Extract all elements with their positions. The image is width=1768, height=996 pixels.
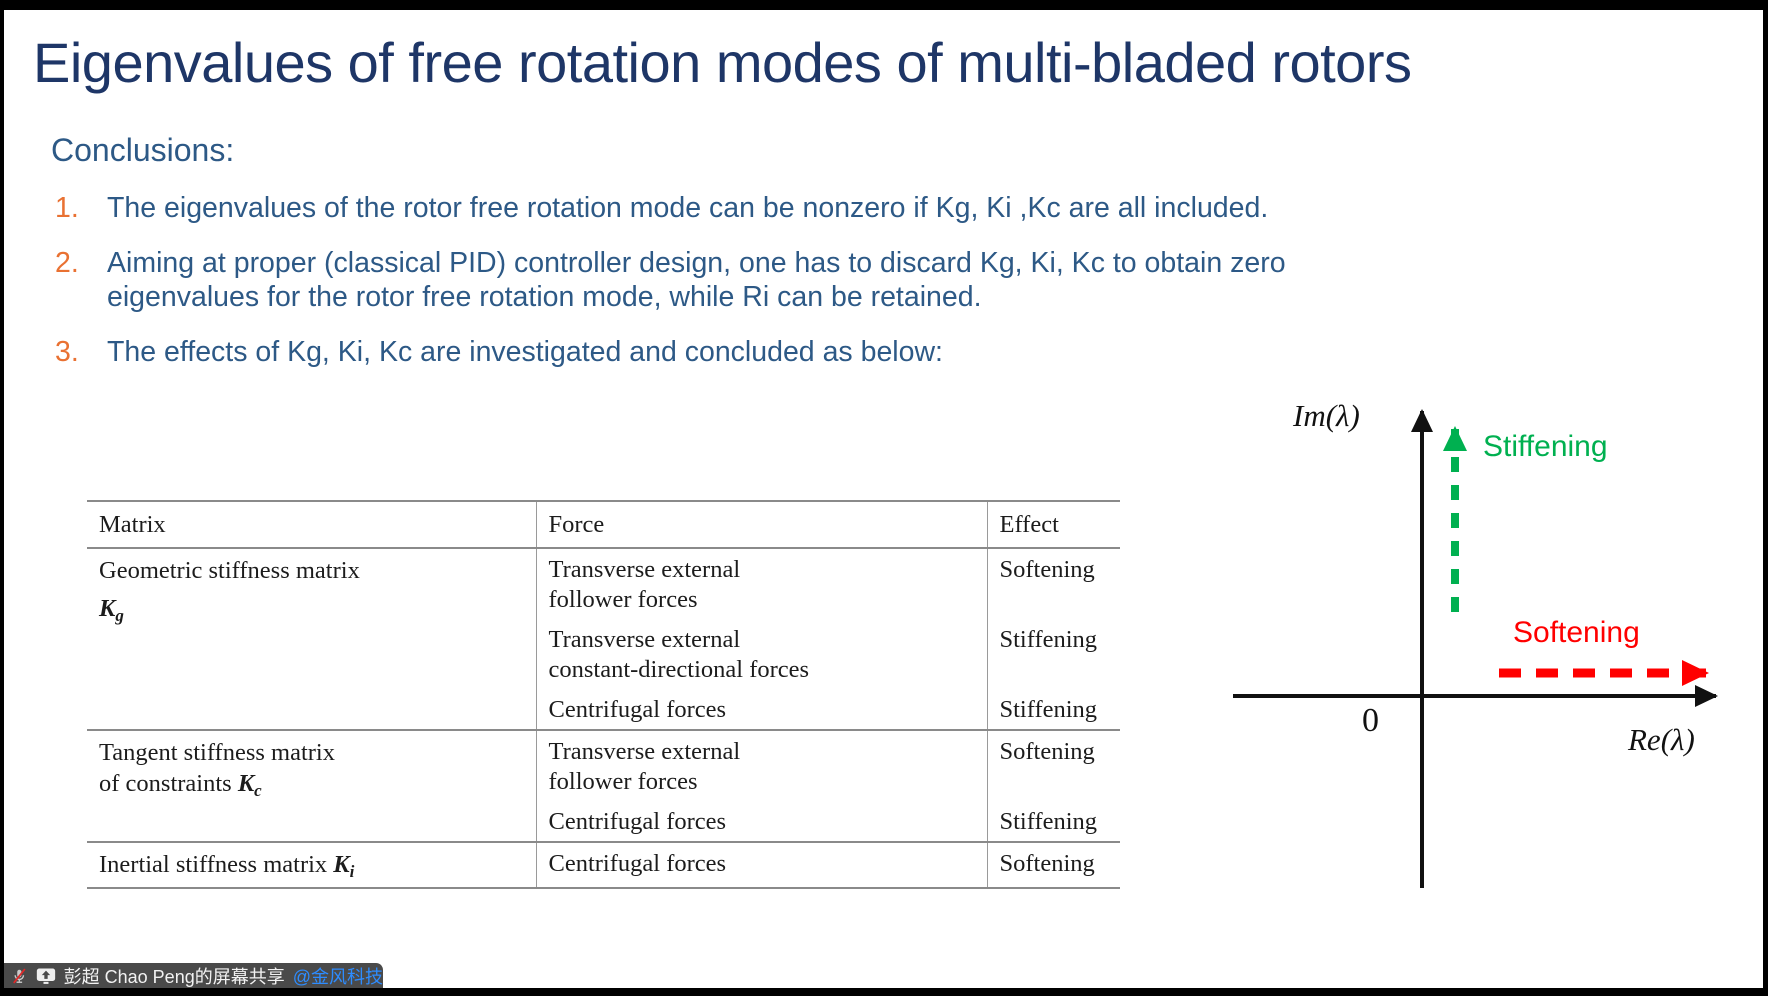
im-axis-label: Im(λ) bbox=[1293, 398, 1360, 433]
force-cell: Transverse external follower forces bbox=[536, 547, 988, 619]
list-item-text: The effects of Kg, Ki, Kc are investigat… bbox=[107, 336, 943, 368]
matrix-name: Geometric stiffness matrix bbox=[99, 557, 360, 584]
matrix-cell-kg: Geometric stiffness matrix Kg bbox=[87, 547, 537, 730]
eigenvalue-plane-diagram bbox=[1233, 409, 1718, 888]
matrix-cell-kc: Tangent stiffness matrix of constraints … bbox=[87, 729, 537, 842]
list-item-text: Aiming at proper (classical PID) control… bbox=[107, 247, 1286, 314]
conclusions-heading: Conclusions: bbox=[51, 132, 235, 168]
screen-share-bar: 彭超 Chao Peng的屏幕共享 @金风科技 bbox=[4, 963, 383, 988]
table-row: Centrifugal forces Stiffening bbox=[87, 801, 1120, 842]
matrix-name: Tangent stiffness matrix bbox=[99, 739, 335, 766]
col-header-force: Force bbox=[536, 500, 988, 549]
share-owner-text: 彭超 Chao Peng的屏幕共享 bbox=[63, 966, 285, 987]
effect-cell: Stiffening bbox=[999, 696, 1098, 723]
force-cell: Transverse external follower forces bbox=[536, 729, 988, 801]
matrix-symbol: Kg bbox=[99, 595, 124, 625]
table-group-kc: Tangent stiffness matrix of constraints … bbox=[87, 729, 1120, 842]
mic-muted-icon bbox=[13, 968, 26, 983]
list-number: 3. bbox=[55, 336, 79, 368]
re-axis-label: Re(λ) bbox=[1628, 722, 1695, 757]
effect-cell: Softening bbox=[987, 729, 1120, 801]
force-cell: Transverse external constant-directional… bbox=[536, 619, 988, 689]
effects-table: Matrix Force Effect Geometric stiffness … bbox=[87, 500, 1120, 889]
conclusion-item-2: 2. Aiming at proper (classical PID) cont… bbox=[55, 246, 1597, 314]
conclusion-item-3: 3. The effects of Kg, Ki, Kc are investi… bbox=[55, 335, 1597, 369]
table-header-row: Matrix Force Effect bbox=[87, 500, 1120, 549]
matrix-cell-ki: Inertial stiffness matrix Ki bbox=[87, 841, 537, 889]
list-number: 1. bbox=[55, 192, 79, 224]
col-header-effect: Effect bbox=[987, 500, 1120, 549]
table-group-kg: Geometric stiffness matrix Kg Transverse… bbox=[87, 547, 1120, 730]
table-row: Inertial stiffness matrix Ki Centrifugal… bbox=[87, 841, 1120, 889]
table-row: Transverse external constant-directional… bbox=[87, 619, 1120, 689]
conclusion-item-1: 1. The eigenvalues of the rotor free rot… bbox=[55, 191, 1597, 225]
force-cell: Centrifugal forces bbox=[536, 801, 988, 842]
effect-cell: Softening bbox=[987, 841, 1120, 889]
effect-cell: Stiffening bbox=[999, 626, 1098, 653]
col-header-matrix: Matrix bbox=[87, 500, 537, 549]
softening-label: Softening bbox=[1513, 616, 1640, 649]
force-cell: Centrifugal forces bbox=[536, 689, 988, 730]
list-number: 2. bbox=[55, 247, 79, 279]
stiffening-label: Stiffening bbox=[1483, 430, 1608, 463]
screen-share-icon bbox=[36, 968, 55, 984]
slide-title: Eigenvalues of free rotation modes of mu… bbox=[33, 31, 1412, 94]
mention-link[interactable]: @金风科技 bbox=[292, 966, 383, 987]
table-row: Geometric stiffness matrix Kg Transverse… bbox=[87, 547, 1120, 730]
list-item-text: The eigenvalues of the rotor free rotati… bbox=[107, 192, 1269, 224]
effect-cell: Stiffening bbox=[999, 808, 1098, 835]
origin-label: 0 bbox=[1362, 702, 1379, 739]
table-row: Tangent stiffness matrix of constraints … bbox=[87, 729, 1120, 842]
effect-cell: Softening bbox=[987, 547, 1120, 619]
matrix-symbol: of constraints Kc bbox=[99, 770, 262, 800]
table-group-ki: Inertial stiffness matrix Ki Centrifugal… bbox=[87, 841, 1120, 889]
table-row: Centrifugal forces Stiffening bbox=[87, 689, 1120, 730]
force-cell: Centrifugal forces bbox=[536, 841, 988, 889]
